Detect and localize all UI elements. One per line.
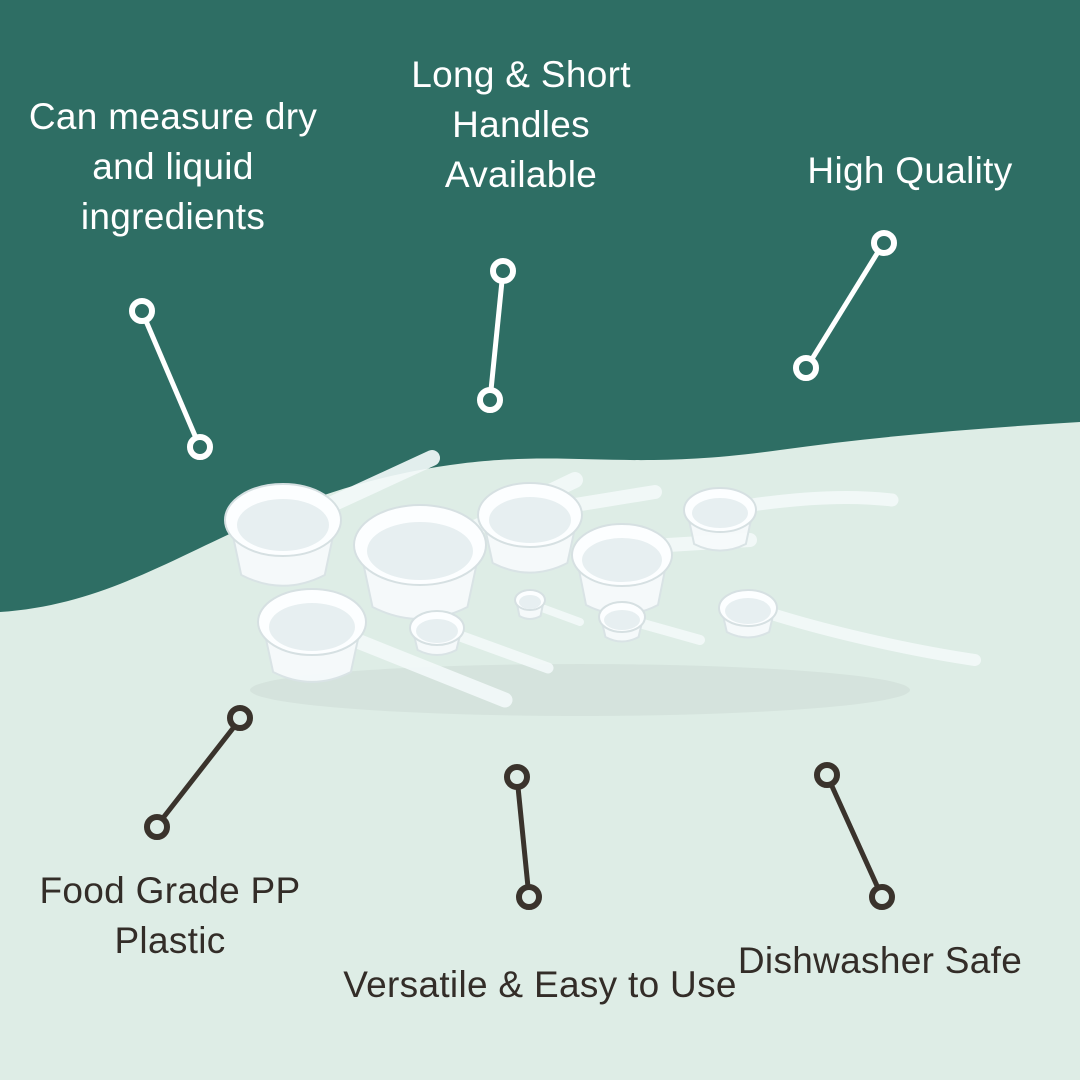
callout-label-versatile: Versatile & Easy to Use [343, 964, 737, 1005]
scoop-cup-front [257, 588, 513, 708]
scoop-spoon-small-2 [598, 601, 705, 645]
callout-label-can-measure: Can measure dry and liquid ingredients [28, 96, 318, 237]
scoop-cup-medium-1 [477, 482, 662, 574]
callout-label-handles: Long & Short Handles Available [411, 54, 631, 195]
callout-line-bottom-right [814, 762, 895, 910]
callout-label-food-grade: Food Grade PP Plastic [39, 870, 301, 961]
callout-line-top-right [793, 230, 897, 381]
scoop-spoon-long-handle [718, 589, 981, 666]
scoop-spoon-small-1 [409, 610, 554, 674]
callout-line-top-left [129, 298, 213, 460]
scoop-cup-large-1 [224, 450, 440, 587]
callout-line-top-center [477, 258, 516, 413]
product-shadow [250, 664, 910, 716]
callout-label-high-quality: High Quality [807, 150, 1013, 191]
callout-line-bottom-left [144, 705, 253, 840]
callout-label-dishwasher-safe: Dishwasher Safe [737, 940, 1023, 981]
scoop-spoon-tiny [514, 589, 584, 626]
callout-line-bottom-center [504, 764, 542, 910]
scoop-cup-small-long-handle [683, 487, 899, 552]
wave-shape [0, 422, 1080, 1080]
